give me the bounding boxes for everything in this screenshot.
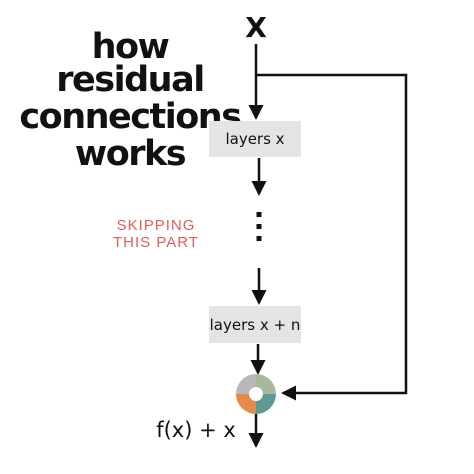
- title-line-1: how: [91, 27, 170, 67]
- layer-box-first-label: layers x: [225, 130, 285, 148]
- output-label: f(x) + x: [156, 418, 236, 442]
- layer-box-last: layers x + n: [209, 306, 301, 343]
- sum-circle-icon: [236, 374, 276, 414]
- skip-note-line-2: THIS PART: [113, 234, 199, 251]
- title-line-2: residual: [56, 60, 205, 100]
- ellipsis-dots: [256, 212, 262, 241]
- skip-note-line-1: SKIPPING: [116, 217, 196, 234]
- layer-box-last-label: layers x + n: [209, 315, 301, 334]
- layer-box-first: layers x: [209, 121, 301, 157]
- skip-connection-arrow: [256, 73, 408, 401]
- input-label: X: [245, 11, 267, 44]
- title-line-3: connections: [19, 97, 242, 137]
- title-line-4: works: [74, 134, 187, 174]
